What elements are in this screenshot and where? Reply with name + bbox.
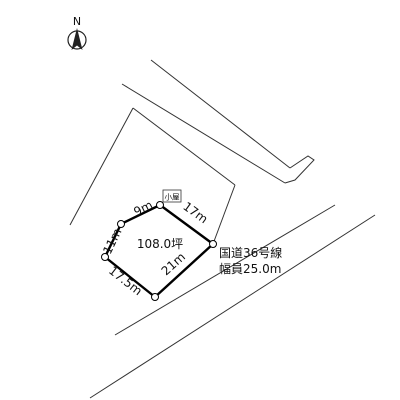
vertex-marker xyxy=(117,220,125,228)
upper-street-corner xyxy=(284,155,315,184)
road-edge-upper xyxy=(114,204,336,336)
shed-tag: 小屋 xyxy=(162,189,182,203)
vertex-marker xyxy=(151,293,159,301)
left-neighbor-line xyxy=(69,107,134,226)
north-compass: N xyxy=(67,15,87,50)
side-label-top-left-short: 9m xyxy=(131,198,155,219)
lot-vertices xyxy=(101,201,217,301)
road-lines xyxy=(89,204,376,399)
shed-tag-label: 小屋 xyxy=(165,193,180,202)
right-neighbor-line xyxy=(212,184,236,245)
upper-boundary-lines xyxy=(69,59,315,245)
upper-street-line-a xyxy=(121,83,286,184)
vertex-marker xyxy=(156,201,164,209)
compass-label: N xyxy=(73,15,81,28)
vertex-marker xyxy=(101,253,109,261)
upper-street-line-b xyxy=(150,59,291,169)
north-arrow-icon xyxy=(71,28,83,50)
shed-tag-box xyxy=(162,189,182,203)
vertex-marker xyxy=(209,240,217,248)
road-width-label: 幅員25.0m xyxy=(219,261,281,276)
side-label-bottom-left: 17.5m xyxy=(106,264,145,299)
lot-area-label: 108.0坪 xyxy=(137,237,183,251)
top-neighbor-line xyxy=(132,107,236,186)
side-label-left: 11m xyxy=(100,226,124,256)
side-label-bottom-right: 21m xyxy=(159,250,188,278)
road-edge-lower xyxy=(89,214,376,399)
lot-boundary xyxy=(103,203,215,299)
road-name-label: 国道36号線 xyxy=(219,245,282,260)
